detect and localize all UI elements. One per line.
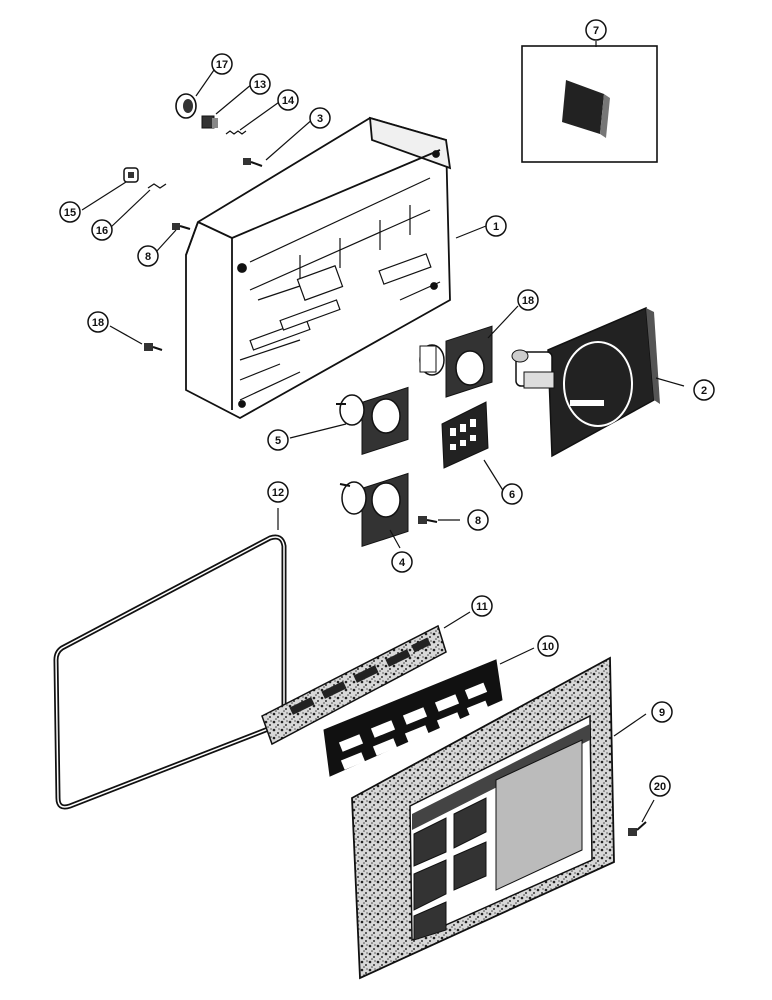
- part-11-strip: [261, 624, 447, 746]
- callout-label: 6: [509, 489, 515, 501]
- callout-label: 15: [64, 207, 76, 219]
- callout-label: 11: [476, 601, 488, 613]
- callout-8-bottom: 8: [467, 509, 489, 531]
- part-16-clip: [147, 183, 167, 189]
- callout-label: 17: [216, 59, 228, 71]
- callout-7: 7: [585, 19, 607, 41]
- callout-label: 8: [475, 515, 481, 527]
- callout-label: 5: [275, 435, 281, 447]
- part-18-screw-left: [144, 343, 163, 351]
- part-9-bezel: [351, 656, 615, 980]
- callout-4: 4: [391, 551, 413, 573]
- part-12-gasket: [53, 534, 287, 810]
- callout-label: 13: [254, 79, 266, 91]
- part-15-lamp: [123, 167, 139, 183]
- callout-9: 9: [651, 701, 673, 723]
- callout-label: 20: [654, 781, 666, 793]
- callout-12: 12: [267, 481, 289, 503]
- part-10-grid-frame: [323, 659, 503, 777]
- callout-label: 2: [701, 385, 707, 397]
- callout-label: 12: [272, 487, 284, 499]
- part-1-housing: [185, 116, 452, 420]
- callout-label: 16: [96, 225, 108, 237]
- part-7-inset: [521, 41, 658, 163]
- part-17-knob: [175, 93, 197, 119]
- part-8-screw-top: [172, 223, 191, 230]
- part-20-screw: [628, 821, 647, 836]
- part-18-gauge: [419, 325, 493, 398]
- callout-18-right: 18: [517, 289, 539, 311]
- part-14-spring: [225, 130, 247, 135]
- callout-16: 16: [91, 219, 113, 241]
- part-2-tachometer: [511, 306, 660, 458]
- callout-17: 17: [211, 53, 233, 75]
- callout-label: 4: [399, 557, 406, 569]
- callout-label: 8: [145, 251, 151, 263]
- leader-lines: [81, 69, 685, 823]
- callout-label: 18: [522, 295, 534, 307]
- callout-3: 3: [309, 107, 331, 129]
- part-5-gauge: [336, 386, 409, 456]
- callout-label: 9: [659, 707, 665, 719]
- callout-6: 6: [501, 483, 523, 505]
- callout-8-top: 8: [137, 245, 159, 267]
- callout-2: 2: [693, 379, 715, 401]
- callout-label: 18: [92, 317, 104, 329]
- callout-18-left: 18: [87, 311, 109, 333]
- part-4-gauge: [339, 472, 409, 548]
- callout-label: 7: [593, 25, 599, 37]
- callout-label: 14: [282, 95, 295, 107]
- part-3-screw: [243, 158, 263, 167]
- callout-label: 3: [317, 113, 323, 125]
- part-6-indicator: [441, 401, 489, 469]
- part-13-switch: [201, 115, 218, 129]
- callout-10: 10: [537, 635, 559, 657]
- callout-1: 1: [485, 215, 507, 237]
- callout-label: 10: [542, 641, 554, 653]
- callout-13: 13: [249, 73, 271, 95]
- callout-14: 14: [277, 89, 299, 111]
- part-8-screw-bottom: [418, 516, 438, 524]
- callout-15: 15: [59, 201, 81, 223]
- callout-11: 11: [471, 595, 493, 617]
- callout-5: 5: [267, 429, 289, 451]
- callout-label: 1: [493, 221, 499, 233]
- callout-20: 20: [649, 775, 671, 797]
